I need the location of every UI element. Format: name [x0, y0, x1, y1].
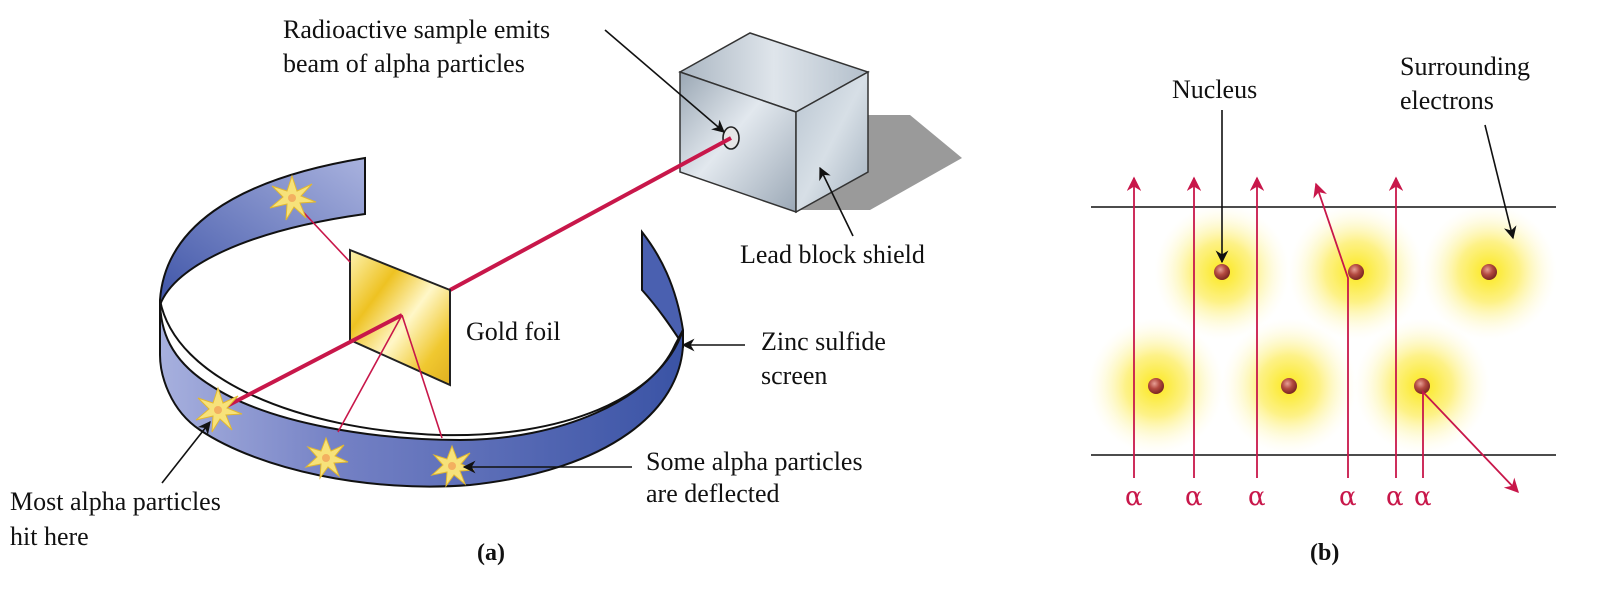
label-deflected-line2: are deflected [646, 479, 780, 508]
alpha-path-6-backscatter [1422, 389, 1519, 494]
flash-main-hit [195, 386, 243, 433]
lead-block-leader-arrow [819, 166, 854, 237]
source-leader-arrow [604, 29, 725, 133]
label-most-hit-line2: hit here [10, 522, 89, 551]
alpha-label: α [1386, 482, 1404, 512]
deflected-beam-1 [337, 314, 403, 433]
nucleus [1148, 378, 1164, 394]
panel-a: Radioactive sample emits beam of alpha p… [10, 15, 962, 566]
flash-deflected-2 [430, 444, 475, 488]
label-source-line2: beam of alpha particles [283, 49, 525, 78]
label-electrons-line1: Surrounding [1400, 52, 1530, 81]
alpha-label: α [1339, 482, 1357, 512]
lead-block [678, 32, 870, 214]
alpha-label: α [1185, 482, 1203, 512]
alpha-path-4-deflected [1313, 182, 1349, 478]
alpha-label: α [1414, 482, 1432, 512]
zinc-sulfide-screen-right-arc [641, 229, 684, 349]
label-screen-line2: screen [761, 361, 827, 390]
zinc-sulfide-screen-upper-arc [159, 156, 366, 306]
caption-b: (b) [1310, 540, 1339, 566]
zinc-sulfide-screen-inner-edge [159, 299, 684, 437]
nucleus [1481, 264, 1497, 280]
label-source-line1: Radioactive sample emits [283, 15, 550, 44]
nucleus [1348, 264, 1364, 280]
zinc-sulfide-screen-front [159, 299, 684, 488]
lead-block-side [795, 70, 869, 214]
nucleus [1281, 378, 1297, 394]
most-hit-leader-arrow [161, 420, 211, 484]
label-gold-foil: Gold foil [466, 317, 561, 346]
label-nucleus: Nucleus [1172, 75, 1257, 104]
label-deflected-line1: Some alpha particles [646, 447, 863, 476]
nucleus [1214, 264, 1230, 280]
flash-top [269, 174, 317, 221]
label-most-hit-line1: Most alpha particles [10, 487, 221, 516]
electrons-leader-arrow [1484, 124, 1517, 240]
label-electrons-line2: electrons [1400, 86, 1494, 115]
flash-deflected-1 [304, 436, 349, 480]
alpha-beam-incoming [449, 136, 732, 292]
label-screen-line1: Zinc sulfide [761, 327, 886, 356]
label-lead-block: Lead block shield [740, 240, 925, 269]
deflected-beam-2 [401, 314, 443, 439]
panel-b: α α α α α α Nucleus Surrounding electron… [1088, 52, 1557, 566]
alpha-beam-through [224, 313, 403, 409]
nucleus [1414, 378, 1430, 394]
alpha-label: α [1248, 482, 1266, 512]
caption-a: (a) [477, 540, 505, 566]
alpha-label: α [1125, 482, 1143, 512]
